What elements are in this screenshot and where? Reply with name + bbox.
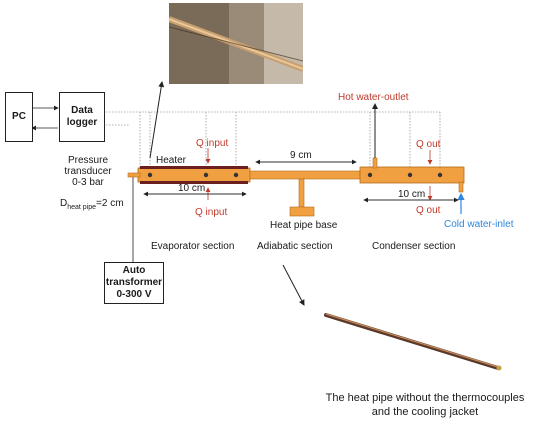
ten-cm-left-label: 10 cm	[178, 183, 206, 194]
evaporator-pipe	[137, 167, 251, 183]
heater-label: Heater	[156, 155, 187, 166]
data-logger-line2: logger	[66, 117, 98, 128]
arrow-to-bare-pipe	[282, 264, 305, 306]
ten-cm-right-label: 10 cm	[398, 189, 426, 200]
nine-cm-label: 9 cm	[290, 150, 312, 161]
caption-line1: The heat pipe without the thermocouples	[325, 392, 525, 404]
heat-pipe-photo-drawing	[169, 3, 303, 84]
pipe-diameter-label: Dheat pipe=2 cm	[60, 198, 124, 213]
heat-pipe-base	[289, 206, 315, 217]
evaporator-section-label: Evaporator section	[151, 241, 235, 252]
data-logger-line1: Data	[71, 105, 93, 116]
condenser-section-label: Condenser section	[372, 241, 456, 252]
bare-pipe-caption: The heat pipe without the thermocouples …	[300, 391, 550, 419]
q-out-top-label: Q out	[416, 139, 441, 150]
cold-water-inlet-label: Cold water-inlet	[444, 219, 514, 230]
adiabatic-section-label: Adiabatic section	[257, 241, 333, 252]
heat-pipe-base-label: Heat pipe base	[270, 220, 338, 231]
diameter-d: D	[60, 198, 68, 209]
heat-pipe-photo	[169, 3, 303, 84]
caption-line2: and the cooling jacket	[371, 406, 479, 418]
adiabatic-pipe	[249, 170, 361, 180]
q-input-bottom-label: Q input	[195, 207, 228, 218]
pc-box: PC	[5, 92, 33, 142]
thermocouple-wires	[100, 111, 441, 170]
auto-transformer-line1: Auto	[122, 265, 146, 276]
q-input-top-label: Q input	[196, 138, 229, 149]
outlet-port	[372, 157, 378, 169]
thermocouple-points	[147, 172, 443, 178]
pc-label: PC	[12, 111, 26, 122]
auto-transformer-line3: 0-300 V	[116, 289, 152, 300]
transducer-stub	[127, 172, 141, 178]
heater-top-strip	[140, 166, 248, 169]
hot-water-outlet-label: Hot water-outlet	[338, 92, 409, 103]
bare-heat-pipe	[324, 313, 502, 371]
auto-transformer-box: Auto transformer 0-300 V	[104, 262, 164, 304]
pressure-transducer-label: Pressure transducer 0-3 bar	[60, 155, 116, 188]
arrow-to-photo	[149, 81, 165, 159]
auto-transformer-line2: transformer	[105, 277, 163, 288]
data-logger-box: Data logger	[59, 92, 105, 142]
diameter-value: =2 cm	[96, 198, 124, 209]
q-out-bottom-label: Q out	[416, 205, 441, 216]
pressure-line2: transducer	[64, 166, 112, 177]
heater-bottom-strip	[140, 181, 248, 184]
base-stem	[298, 178, 305, 208]
inlet-port	[458, 181, 464, 193]
pressure-line1: Pressure	[67, 155, 108, 166]
pressure-line3: 0-3 bar	[72, 177, 104, 188]
diameter-sub: heat pipe	[67, 204, 97, 211]
